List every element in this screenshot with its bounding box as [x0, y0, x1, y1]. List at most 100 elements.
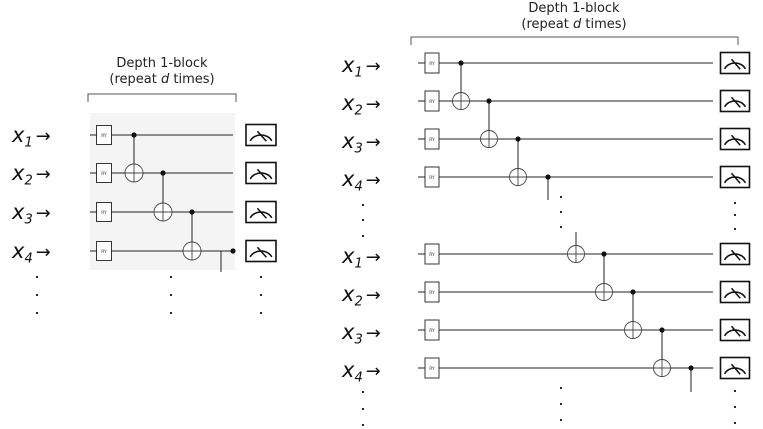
input-var: x [341, 91, 355, 115]
ry-gate-label: RY [429, 61, 435, 67]
control-dot [688, 365, 694, 371]
ellipsis-dot [169, 293, 173, 297]
input-subscript: 1 [354, 66, 362, 81]
input-subscript: 3 [24, 213, 32, 228]
input-label: x2→ [341, 282, 381, 310]
ellipsis-dot [559, 402, 563, 406]
ellipsis-dot [169, 311, 173, 315]
ry-gate-label: RY [429, 290, 435, 296]
input-arrow: → [366, 247, 381, 268]
meter-needle [256, 130, 267, 142]
ellipsis-dot [559, 195, 563, 199]
ellipsis-dot [733, 201, 737, 205]
ry-gate-box [424, 52, 440, 74]
input-label: x3→ [341, 129, 381, 157]
input-label: x3 → [11, 200, 51, 228]
ry-gate-box [96, 241, 112, 261]
ellipsis-dot [559, 418, 563, 422]
input-subscript: 4 [354, 371, 362, 386]
control-dot [545, 174, 551, 180]
ellipsis-dot [361, 423, 365, 427]
ry-gate-box [424, 166, 440, 188]
right-block-bracket [410, 36, 739, 45]
ellipsis-dot [169, 275, 173, 279]
meter-needle [256, 246, 267, 258]
input-subscript: 3 [354, 142, 362, 157]
meter-needle [730, 249, 741, 261]
input-subscript: 2 [354, 295, 362, 310]
control-dot [630, 289, 636, 295]
control-dot [160, 170, 166, 176]
right-title-line2: (repeat d times) [521, 17, 626, 32]
ry-gate-label: RY [429, 175, 435, 181]
left-block-bracket [87, 93, 237, 102]
input-subscript: 2 [24, 174, 32, 189]
ellipsis-dot [35, 311, 39, 315]
ellipsis-dot [559, 210, 563, 214]
input-label: x4→ [341, 167, 381, 195]
control-dot [230, 248, 236, 254]
control-dot [458, 60, 464, 66]
meter-needle [256, 168, 267, 180]
input-label: x1→ [11, 123, 51, 151]
input-subscript: 2 [354, 104, 362, 119]
ry-gate-box [424, 90, 440, 112]
ellipsis-dot [35, 275, 39, 279]
ry-gate-box [424, 243, 440, 265]
ry-gate-box [96, 163, 112, 183]
ellipsis-dot [259, 275, 263, 279]
ellipsis-dot [733, 405, 737, 409]
meter-needle [256, 207, 267, 219]
ellipsis-dot [559, 225, 563, 229]
ry-gate-label: RY [429, 99, 435, 105]
input-label: x2 → [341, 91, 381, 119]
input-arrow: → [366, 132, 381, 153]
control-dot [189, 209, 195, 215]
input-subscript: 4 [24, 252, 32, 267]
ry-gate-label: RY [101, 133, 107, 139]
ellipsis-dot [361, 218, 365, 222]
ellipsis-dot [361, 390, 365, 394]
input-subscript: 3 [354, 333, 362, 348]
ellipsis-dot [35, 293, 39, 297]
input-var: x [11, 239, 25, 263]
meter-needle [730, 96, 741, 108]
input-var: x [341, 167, 355, 191]
input-label: x1 → [341, 53, 381, 81]
input-var: x [11, 161, 25, 185]
ellipsis-dot [559, 386, 563, 390]
control-dot [515, 136, 521, 142]
meter-needle [730, 287, 741, 299]
ry-gate-label: RY [101, 249, 107, 255]
input-arrow: → [366, 56, 381, 77]
ry-gate-box [424, 357, 440, 379]
ellipsis-dot [733, 421, 737, 425]
control-dot [131, 132, 137, 138]
input-arrow: → [366, 361, 381, 382]
input-arrow: → [36, 203, 51, 224]
ellipsis-dot [733, 227, 737, 231]
ellipsis-dot [361, 234, 365, 238]
ry-gate-box [96, 125, 112, 145]
input-arrow: → [366, 323, 381, 344]
ry-gate-box [96, 202, 112, 222]
ry-gate-box [424, 319, 440, 341]
meter-needle [730, 134, 741, 146]
input-label: x1→ [341, 244, 381, 272]
input-var: x [11, 200, 25, 224]
ry-gate-label: RY [429, 137, 435, 143]
left-title-line2: (repeat d times) [109, 72, 214, 87]
meter-needle [730, 172, 741, 184]
input-arrow: → [366, 94, 381, 115]
control-dot [601, 251, 607, 257]
ry-gate-label: RY [101, 171, 107, 177]
input-subscript: 1 [24, 136, 32, 151]
ellipsis-dot [259, 293, 263, 297]
input-arrow: → [36, 242, 51, 263]
control-dot [659, 327, 665, 333]
input-label: x4 → [11, 239, 51, 267]
input-var: x [341, 53, 355, 77]
